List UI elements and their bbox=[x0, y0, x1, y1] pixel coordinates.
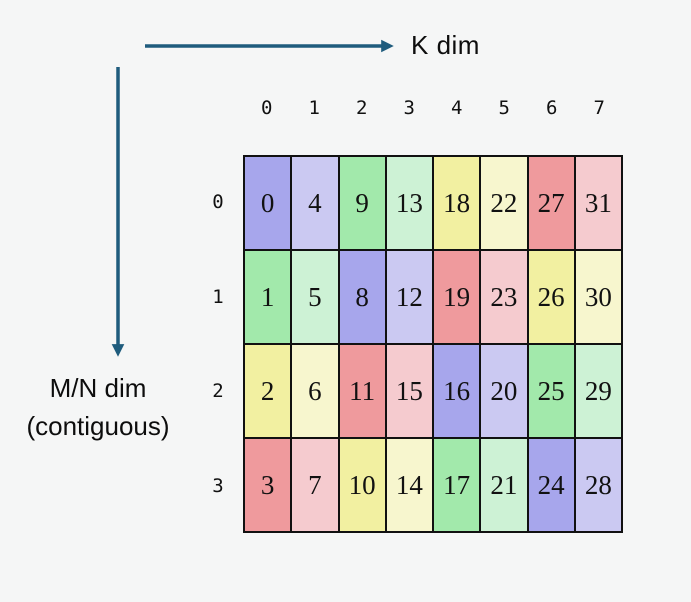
matrix-cell: 0 bbox=[242, 155, 293, 251]
row-header: 2 bbox=[212, 380, 224, 403]
column-header: 3 bbox=[403, 97, 415, 119]
matrix-cell: 10 bbox=[337, 437, 387, 533]
column-header: 2 bbox=[356, 97, 368, 119]
matrix-cell: 1 bbox=[242, 249, 293, 345]
column-header: 0 bbox=[261, 97, 273, 119]
matrix-cell: 29 bbox=[573, 343, 624, 439]
matrix-cell: 13 bbox=[384, 155, 435, 251]
k-dim-label: K dim bbox=[411, 30, 480, 60]
matrix-cell: 27 bbox=[526, 155, 576, 251]
matrix-cell: 9 bbox=[337, 155, 387, 251]
matrix-cell: 17 bbox=[431, 437, 482, 533]
matrix-cell: 12 bbox=[384, 249, 435, 345]
matrix-cell: 24 bbox=[526, 437, 576, 533]
column-header: 1 bbox=[308, 97, 320, 119]
row-header: 3 bbox=[212, 474, 224, 497]
matrix-cell: 20 bbox=[479, 343, 529, 439]
mn-dim-label: M/N dim (contiguous) bbox=[0, 369, 196, 445]
matrix-cell: 14 bbox=[384, 437, 435, 533]
matrix-cell: 7 bbox=[290, 437, 340, 533]
matrix-cell: 28 bbox=[573, 437, 624, 533]
matrix-cell: 16 bbox=[431, 343, 482, 439]
matrix-cell: 3 bbox=[242, 437, 293, 533]
row-header: 0 bbox=[212, 191, 224, 214]
matrix-cell: 19 bbox=[431, 249, 482, 345]
matrix-cell: 21 bbox=[479, 437, 529, 533]
column-header: 5 bbox=[498, 97, 510, 119]
row-header: 1 bbox=[212, 285, 224, 308]
matrix-cell: 2 bbox=[242, 343, 293, 439]
matrix-cell: 18 bbox=[431, 155, 482, 251]
mn-dim-label-line1: M/N dim bbox=[49, 373, 147, 403]
matrix-cell: 11 bbox=[337, 343, 387, 439]
matrix-cell: 25 bbox=[526, 343, 576, 439]
matrix-cell: 8 bbox=[337, 249, 387, 345]
column-header: 7 bbox=[593, 97, 605, 119]
matrix-cell: 6 bbox=[290, 343, 340, 439]
matrix-cell: 22 bbox=[479, 155, 529, 251]
column-headers: 0 1 2 3 4 5 6 7 bbox=[243, 95, 623, 121]
matrix-cell: 4 bbox=[290, 155, 340, 251]
matrix-cell: 5 bbox=[290, 249, 340, 345]
row-headers: 0 1 2 3 bbox=[204, 155, 232, 533]
matrix-cell: 30 bbox=[573, 249, 624, 345]
column-header: 4 bbox=[451, 97, 463, 119]
matrix-cell: 31 bbox=[573, 155, 624, 251]
mn-dim-label-line2: (contiguous) bbox=[26, 411, 170, 441]
matrix-cell: 26 bbox=[526, 249, 576, 345]
matrix-cell: 15 bbox=[384, 343, 435, 439]
matrix-cell: 23 bbox=[479, 249, 529, 345]
column-header: 6 bbox=[546, 97, 558, 119]
